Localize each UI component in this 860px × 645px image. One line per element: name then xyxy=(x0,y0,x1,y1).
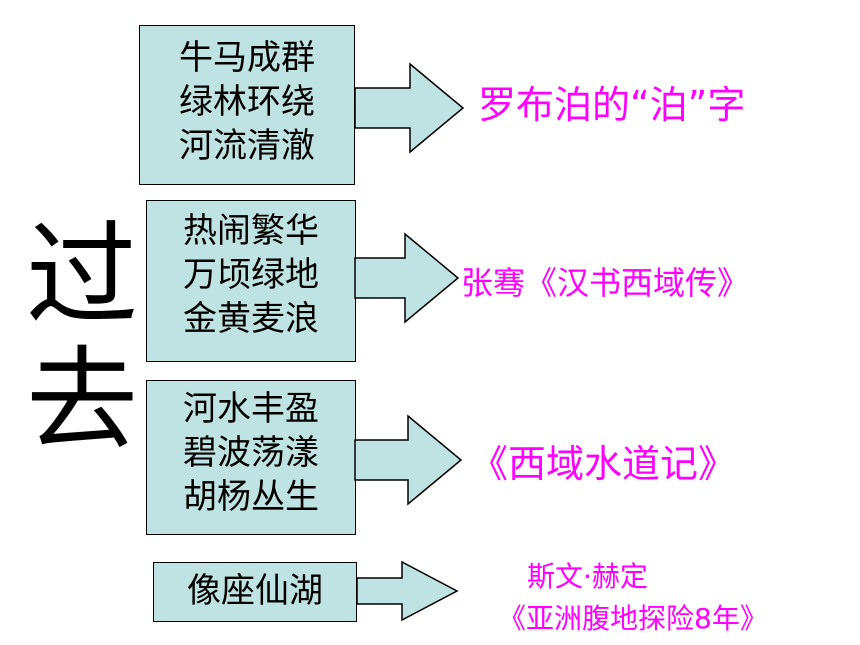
group-1-line-1: 牛马成群 xyxy=(179,38,315,78)
group-4-line-1: 像座仙湖 xyxy=(187,571,323,611)
group-4-arrow-shape xyxy=(356,560,459,622)
group-3-source: 《西域水道记》 xyxy=(470,442,737,486)
group-3-line-1: 河水丰盈 xyxy=(183,389,319,429)
group-3-box: 河水丰盈 碧波荡漾 胡杨丛生 xyxy=(146,380,356,535)
group-1-line-2: 绿林环绕 xyxy=(179,82,315,122)
group-1-source: 罗布泊的“泊”字 xyxy=(478,83,746,127)
group-2-line-3: 金黄麦浪 xyxy=(183,299,319,339)
group-1-arrow xyxy=(354,62,465,154)
group-2-arrow-shape xyxy=(354,232,460,324)
group-2-box: 热闹繁华 万顷绿地 金黄麦浪 xyxy=(146,200,356,362)
group-3-line-2: 碧波荡漾 xyxy=(183,433,319,473)
group-2-line-2: 万顷绿地 xyxy=(183,255,319,295)
group-1-line-3: 河流清澈 xyxy=(179,126,315,166)
group-2-arrow xyxy=(354,232,460,324)
group-3-arrow-shape xyxy=(354,414,463,506)
group-2-line-1: 热闹繁华 xyxy=(183,211,319,251)
group-3-line-3: 胡杨丛生 xyxy=(183,477,319,517)
group-4-box: 像座仙湖 xyxy=(153,562,357,622)
group-4-arrow xyxy=(356,560,459,622)
title-char-1: 过 xyxy=(26,211,138,341)
group-1-box: 牛马成群 绿林环绕 河流清澈 xyxy=(139,25,355,185)
title-char-2: 去 xyxy=(26,336,138,466)
group-2-source: 张骞《汉书西域传》 xyxy=(461,264,750,302)
group-4-source-title: 《亚洲腹地探险8年》 xyxy=(498,602,768,635)
group-4-source-author: 斯文·赫定 xyxy=(527,560,648,593)
group-3-arrow xyxy=(354,414,463,506)
group-1-arrow-shape xyxy=(354,62,465,154)
